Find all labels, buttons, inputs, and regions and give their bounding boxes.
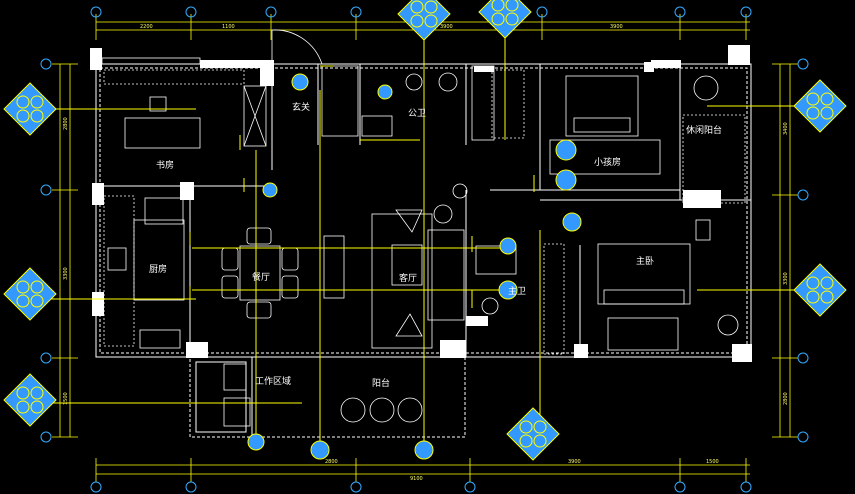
grid-bubble-top-6 (674, 6, 686, 18)
grid-bubble-top-4 (350, 6, 362, 18)
grid-bubble-top-2 (185, 6, 197, 18)
marker-cluster-icon (478, 0, 532, 39)
small-markers (247, 73, 582, 460)
grid-bubble-left-b (40, 184, 52, 196)
room-label-living: 客厅 (399, 272, 417, 284)
dim-bottom-1: 2800 (325, 459, 338, 465)
furniture (103, 29, 746, 427)
wardrobe-icon (243, 85, 267, 147)
dim-bottom-3: 3900 (568, 459, 581, 465)
grid-bubbles (40, 6, 809, 493)
grid-bubble-top-1 (90, 6, 102, 18)
sofa-icon (371, 213, 433, 349)
grid-bubble-top-3 (265, 6, 277, 18)
dim-right-3: 2800 (783, 392, 789, 405)
toilet-icon (405, 73, 423, 91)
door-swing-icon (271, 29, 323, 65)
marker-cluster-icon (506, 407, 560, 461)
dim-left-1: 2800 (63, 117, 69, 130)
grid-bubble-top-5 (536, 6, 548, 18)
dim-right-2: 3300 (783, 272, 789, 285)
shower-icon (321, 65, 359, 137)
room-label-master-bedroom: 主卧 (636, 255, 654, 267)
marker-cluster-icon (3, 373, 57, 427)
grid-bubble-bottom-5 (674, 481, 686, 493)
columns (90, 45, 752, 362)
marker-clusters (3, 0, 847, 461)
grid-bubble-bottom-3 (350, 481, 362, 493)
lounge-chair-icon (693, 75, 719, 101)
grid-bubble-bottom-2 (185, 481, 197, 493)
grid-bubble-top-7 (740, 6, 752, 18)
dim-right-1: 3400 (783, 122, 789, 135)
room-label-kitchen: 厨房 (149, 263, 167, 275)
dimension-text: 2200 1100 3900 3900 2800 3900 1500 9100 … (63, 24, 789, 482)
room-label-public-bath: 公卫 (408, 108, 426, 119)
armchair-icon (395, 209, 423, 233)
dimension-lines (52, 14, 798, 482)
dining-table-icon (239, 245, 281, 301)
grid-bubble-right-c (797, 352, 809, 364)
room-label-balcony: 阳台 (372, 377, 390, 389)
grid-bubble-left-d (40, 431, 52, 443)
dim-left-3: 1500 (63, 392, 69, 405)
marker-cluster-icon (3, 267, 57, 321)
room-label-dining: 餐厅 (252, 271, 270, 283)
dim-bottom-total: 9100 (410, 476, 423, 482)
grid-bubble-bottom-1 (90, 481, 102, 493)
desk-icon (124, 117, 201, 149)
marker-cluster-icon (793, 79, 847, 133)
room-labels: 书房 厨房 餐厅 客厅 玄关 公卫 小孩房 休闲阳台 主卧 主卫 阳台 工作区域 (149, 101, 722, 389)
room-label-study: 书房 (156, 159, 174, 171)
dim-top-2: 1100 (222, 24, 235, 30)
grid-bubble-left-c (40, 352, 52, 364)
bed-icon (565, 75, 639, 137)
chair-icon (149, 96, 167, 112)
grid-bubble-right-d (797, 431, 809, 443)
sink-icon (438, 72, 458, 92)
grid-bubble-right-b (797, 189, 809, 201)
grid-bubble-bottom-4 (464, 481, 476, 493)
marker-cluster-icon (3, 82, 57, 136)
room-label-work-area: 工作区域 (255, 375, 291, 387)
room-label-master-bath: 主卫 (508, 285, 526, 297)
dim-top-4: 3900 (610, 24, 623, 30)
grid-bubble-right-a (797, 58, 809, 70)
room-label-kids-room: 小孩房 (594, 156, 621, 168)
room-label-entrance: 玄关 (292, 101, 310, 113)
grid-bubble-bottom-6 (740, 481, 752, 493)
dim-left-2: 3300 (63, 267, 69, 280)
room-label-leisure-balcony: 休闲阳台 (686, 124, 722, 136)
grid-bubble-left-a (40, 58, 52, 70)
marker-cluster-icon (397, 0, 451, 41)
guide-lines (40, 20, 812, 450)
dim-top-3: 3900 (440, 24, 453, 30)
dim-bottom-4: 1500 (706, 459, 719, 465)
marker-cluster-icon (793, 263, 847, 317)
dim-top-1: 2200 (140, 24, 153, 30)
